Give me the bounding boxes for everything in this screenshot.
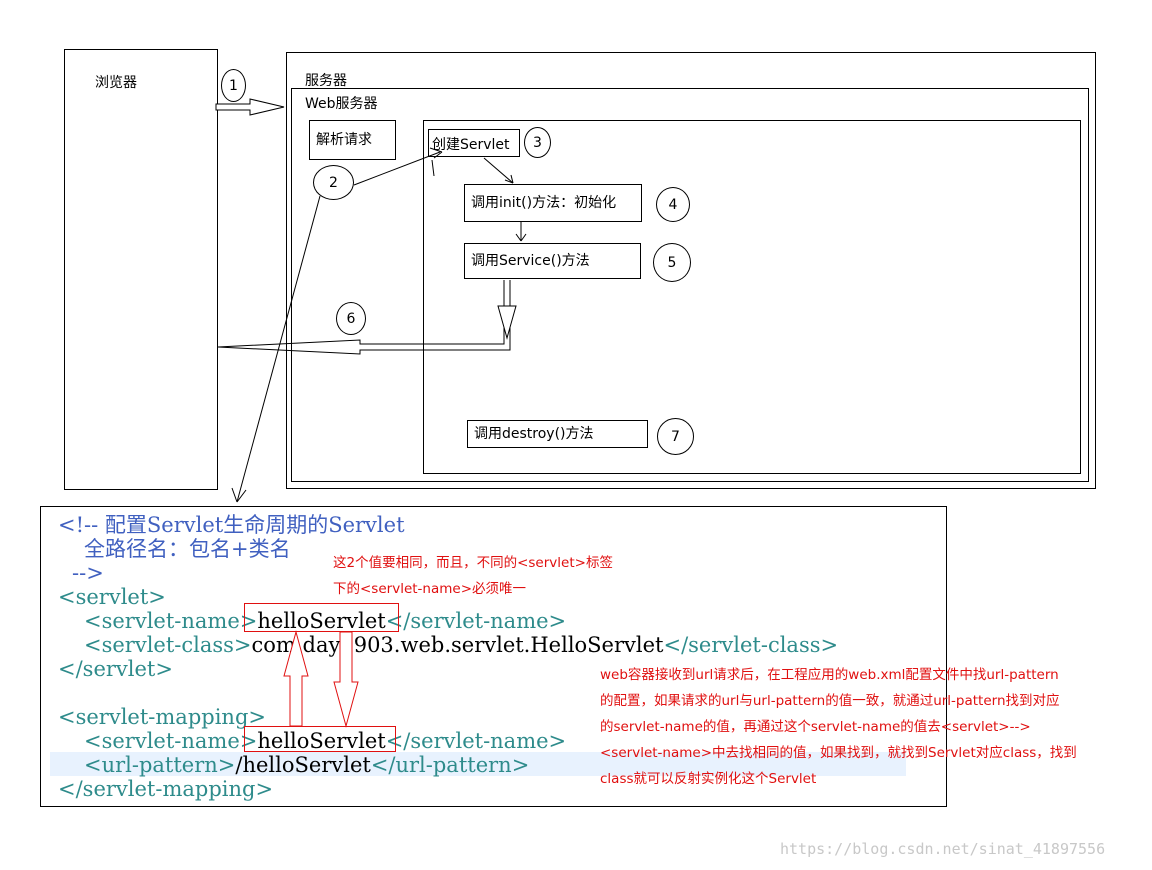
step-circle-5: 5	[653, 243, 691, 282]
step-circle-7: 7	[657, 418, 694, 455]
code-url-pattern-line: <url-pattern>/helloServlet</url-pattern>	[84, 753, 529, 777]
servlet-container-box	[423, 120, 1081, 474]
servlet-name-value: helloServlet	[257, 609, 386, 633]
tag-servlet-class-close: </servlet-class>	[663, 633, 839, 657]
create-servlet-step: 创建Servlet	[428, 129, 520, 157]
tag-url-pattern-open: <url-pattern>	[84, 753, 236, 777]
step-circle-6: 6	[336, 302, 366, 335]
note-mapping-1: web容器接收到url请求后，在工程应用的web.xml配置文件中找url-pa…	[600, 667, 1059, 683]
server-label: 服务器	[305, 73, 347, 89]
step-circle-2: 2	[313, 165, 354, 200]
servlet-name-highlight-box	[244, 603, 399, 632]
url-pattern-value: /helloServlet	[235, 753, 371, 777]
browser-label: 浏览器	[95, 75, 137, 91]
servlet-class-value: com.day0903.web.servlet.HelloServlet	[251, 633, 664, 657]
code-servlet-close: </servlet>	[58, 657, 173, 681]
code-servlet-open: <servlet>	[58, 585, 166, 609]
code-servlet-name-line: <servlet-name>helloServlet</servlet-name…	[84, 609, 566, 633]
tag-mapping-name-close: </servlet-name>	[385, 729, 567, 753]
note-unique-name-1: 这2个值要相同，而且，不同的<servlet>标签	[333, 555, 613, 571]
parse-request-step: 解析请求	[309, 120, 396, 160]
code-servlet-class-line: <servlet-class>com.day0903.web.servlet.H…	[84, 633, 838, 657]
note-mapping-2: 的配置，如果请求的url与url-pattern的值一致，就通过url-patt…	[600, 693, 1060, 709]
destroy-step: 调用destroy()方法	[467, 420, 648, 448]
code-mapping-name-line: <servlet-name>helloServlet</servlet-name…	[84, 729, 566, 753]
code-comment-close: -->	[72, 561, 104, 585]
tag-url-pattern-close: </url-pattern>	[370, 753, 530, 777]
mapping-name-value: helloServlet	[257, 729, 386, 753]
mapping-name-highlight-box	[244, 726, 396, 752]
tag-servlet-name-close: </servlet-name>	[385, 609, 567, 633]
web-xml-code-box	[40, 506, 947, 807]
tag-servlet-name-open: <servlet-name>	[84, 609, 258, 633]
comment-text-1: 配置Servlet生命周期的Servlet	[104, 513, 405, 537]
code-comment-line-2: 全路径名：包名+类名	[84, 537, 291, 561]
step-circle-1: 1	[221, 69, 246, 102]
comment-open: <!--	[58, 513, 105, 537]
step-circle-3: 3	[524, 127, 551, 158]
code-mapping-open: <servlet-mapping>	[58, 705, 266, 729]
service-step: 调用Service()方法	[464, 243, 641, 279]
web-server-label: Web服务器	[305, 96, 378, 112]
note-mapping-5: class就可以反射实例化这个Servlet	[600, 771, 817, 787]
note-unique-name-2: 下的<servlet-name>必须唯一	[333, 581, 527, 597]
browser-box	[64, 49, 218, 490]
watermark: https://blog.csdn.net/sinat_41897556	[780, 840, 1106, 858]
note-mapping-3: 的servlet-name的值，再通过这个servlet-name的值去<ser…	[600, 719, 1031, 735]
code-mapping-close: </servlet-mapping>	[58, 777, 274, 801]
init-step: 调用init()方法：初始化	[464, 184, 642, 222]
highlighted-line	[50, 752, 906, 776]
step-circle-4: 4	[656, 187, 690, 222]
note-mapping-4: <servlet-name>中去找相同的值，如果找到，就找到Servlet对应c…	[600, 745, 1077, 761]
tag-mapping-name-open: <servlet-name>	[84, 729, 258, 753]
code-comment-line-1: <!-- 配置Servlet生命周期的Servlet	[58, 513, 405, 537]
request-arrow	[215, 98, 285, 116]
tag-servlet-class-open: <servlet-class>	[84, 633, 252, 657]
